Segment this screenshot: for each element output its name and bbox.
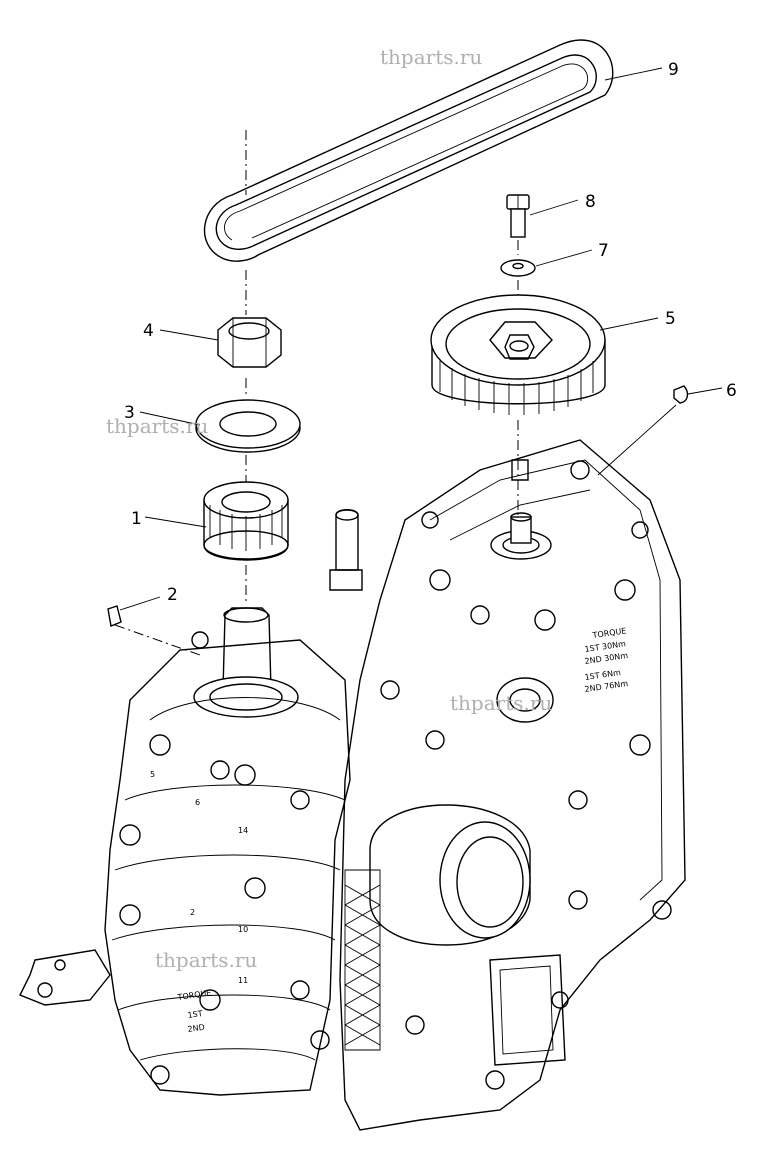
engraved-torque-left-line-2: 2ND xyxy=(187,1023,205,1034)
grille-hatch xyxy=(344,869,381,1051)
flywheel-nut[interactable] xyxy=(217,317,282,368)
leader-lines xyxy=(119,67,723,611)
engraved-torque-left-line-1: 1ST xyxy=(187,1009,203,1020)
callout-2[interactable]: 2 xyxy=(167,585,178,605)
callout-1[interactable]: 1 xyxy=(131,509,142,529)
bolt[interactable] xyxy=(506,194,530,238)
callout-6[interactable]: 6 xyxy=(726,381,737,401)
engraved-number-6: 6 xyxy=(195,798,200,807)
engraved-torque-right-title: TORQUE xyxy=(591,626,627,640)
callout-7[interactable]: 7 xyxy=(598,241,609,261)
crankshaft-sprocket[interactable] xyxy=(203,481,289,561)
engraved-number-14: 14 xyxy=(238,826,248,835)
engraved-number-5: 5 xyxy=(150,770,155,779)
engraved-torque-left-title: TORQUE xyxy=(176,988,212,1002)
timing-belt[interactable] xyxy=(203,39,614,262)
engraved-number-2: 2 xyxy=(190,908,195,917)
callout-9[interactable]: 9 xyxy=(668,60,679,80)
callout-5[interactable]: 5 xyxy=(665,309,676,329)
centerline-key xyxy=(114,624,201,656)
washer-small[interactable] xyxy=(500,259,536,277)
watermark-top: thparts.ru xyxy=(380,45,482,69)
callout-4[interactable]: 4 xyxy=(143,321,154,341)
cylinder-block: TORQUE 1ST 30Nm 2ND 30Nm 1ST 6Nm 2ND 76N… xyxy=(19,439,686,1131)
watermark-bottom: thparts.ru xyxy=(155,948,257,972)
engraved-number-11: 11 xyxy=(238,976,248,985)
callout-8[interactable]: 8 xyxy=(585,192,596,212)
woodruff-key-crank[interactable] xyxy=(107,605,122,627)
watermark-middle: thparts.ru xyxy=(450,691,552,715)
callout-3[interactable]: 3 xyxy=(124,403,135,423)
engraved-number-10: 10 xyxy=(238,925,248,934)
woodruff-key-cam[interactable] xyxy=(673,385,689,404)
flat-washer[interactable] xyxy=(195,399,301,453)
camshaft-pulley[interactable] xyxy=(430,294,606,415)
watermark-left: thparts.ru xyxy=(106,414,208,438)
